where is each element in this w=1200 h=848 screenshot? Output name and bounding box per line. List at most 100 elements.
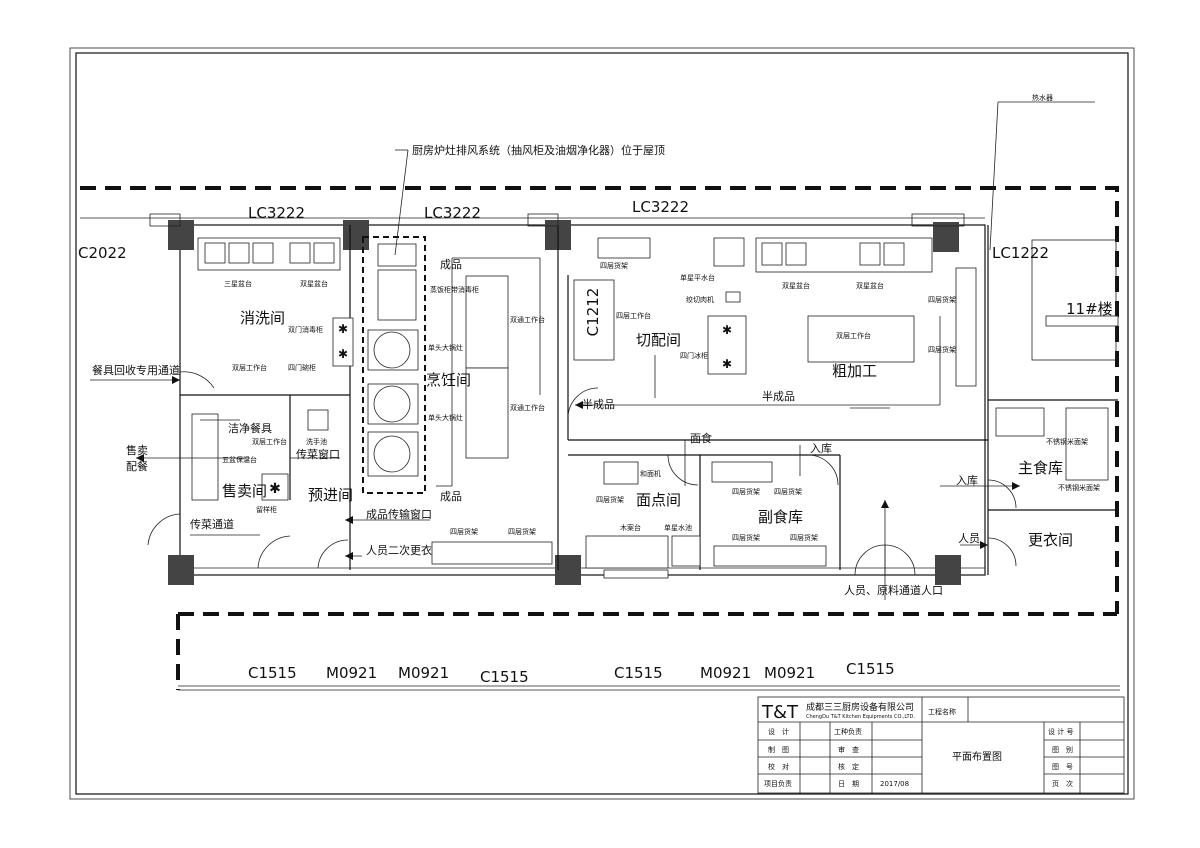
eq-shelf-h: 四层货架 [774, 487, 802, 496]
tb-review: 审 查 [838, 745, 859, 754]
room-pastry: 面点间 [636, 491, 681, 509]
eq-two-sink-a: 双星盆台 [300, 279, 328, 288]
eq-sample: 留样柜 [256, 505, 277, 514]
eq-mixer: 和面机 [640, 469, 661, 478]
room-cut: 切配间 [636, 331, 681, 349]
eq-cut-table: 四层工作台 [616, 311, 651, 320]
eq-shelf-b: 四层货架 [928, 295, 956, 304]
columns [168, 220, 961, 585]
eq-two-sink-c: 双星盆台 [856, 281, 884, 290]
room-sell: 售卖间 [222, 482, 267, 500]
outer-frame [69, 47, 1135, 800]
label-finished-window: 成品传输窗口 [366, 507, 432, 521]
eq-single-sink: 单星平水台 [680, 273, 715, 282]
tb-date-value: 2017/08 [880, 780, 909, 788]
svg-text:✱: ✱ [338, 322, 348, 336]
label-finished-1: 成品 [440, 258, 462, 271]
svg-text:✱: ✱ [338, 347, 348, 361]
label-finished-2: 成品 [440, 490, 462, 503]
bottom-code-3: C1515 [480, 668, 529, 686]
window-code-c1212: C1212 [584, 288, 602, 337]
eq-shelf-j: 四层货架 [790, 533, 818, 542]
company-logo: T&T [761, 702, 799, 723]
tb-draw: 制 图 [768, 745, 789, 754]
eq-shelf-i: 四层货架 [732, 533, 760, 542]
label-second-change: 人员二次更衣 [366, 543, 432, 557]
tb-drawing-no: 图 号 [1052, 763, 1073, 771]
window-code-lc3222-c: LC3222 [632, 198, 689, 216]
tb-verify: 核 定 [838, 762, 859, 771]
label-flour: 面食 [690, 431, 712, 445]
eq-through2: 双通工作台 [510, 403, 545, 412]
eq-wok1: 单头大锅灶 [428, 343, 463, 352]
tb-drawing-type: 图 别 [1052, 745, 1073, 754]
eq-shelf-d: 四层货架 [450, 527, 478, 536]
tb-design: 设 计 [768, 727, 789, 736]
eq-through1: 双通工作台 [510, 315, 545, 324]
bottom-code-7: C1515 [846, 660, 895, 678]
label-serve-channel: 传菜通道 [190, 517, 234, 531]
label-in-store-1: 入库 [810, 442, 832, 455]
room-rough: 粗加工 [832, 362, 877, 380]
eq-four-door-a: 四门碗柜 [288, 363, 316, 372]
company-name-en: ChengDu T&T Kitchen Equipments CO.,LTD. [806, 714, 915, 720]
project-label: 工程名称 [928, 707, 956, 716]
company-name: 成都三三厨房设备有限公司 [806, 701, 914, 713]
window-code-lc3222-b: LC3222 [424, 204, 481, 222]
bottom-code-2: M0921 [398, 664, 449, 682]
tb-check: 校 对 [768, 762, 789, 771]
window-code-lc1222: LC1222 [992, 244, 1049, 262]
drawing-title: 平面布置图 [952, 751, 1002, 763]
eq-wood-table: 木案台 [620, 523, 641, 532]
exterior-wall [179, 224, 986, 576]
arrow-heads [136, 376, 1020, 560]
eq-four-fridge: 四门冰柜 [680, 351, 708, 360]
title-block [757, 696, 1125, 794]
bottom-code-4: C1515 [614, 664, 663, 682]
eq-shelf-f: 四层货架 [596, 495, 624, 504]
bottom-code-0: C1515 [248, 664, 297, 682]
drawing-frame [75, 52, 1129, 795]
window-code-lc3222-a: LC3222 [248, 204, 305, 222]
bottom-strip [178, 685, 1120, 691]
equipment-shapes: ✱ ✱ ✱ ✱ ✱ [149, 213, 1119, 579]
room-wash: 消洗间 [240, 309, 285, 327]
room-prep-in: 预进间 [308, 486, 353, 504]
eq-disinfect: 双门消毒柜 [288, 325, 323, 334]
room-stair: 11#楼 [1066, 300, 1113, 318]
label-sell: 售卖 [126, 443, 148, 457]
room-main-store: 主食库 [1018, 459, 1063, 477]
tb-date: 日 期 [838, 780, 859, 788]
eq-five-warm: 五盆保温台 [222, 455, 257, 464]
eq-ss-shelf2: 不锈钢米面架 [1058, 483, 1100, 492]
eq-shelf-e: 四层货架 [508, 527, 536, 536]
label-in-store-2: 入库 [956, 474, 978, 487]
eq-ss-shelf1: 不锈钢米面架 [1046, 437, 1088, 446]
label-staff: 人员 [958, 532, 980, 545]
svg-text:✱: ✱ [722, 323, 732, 337]
bottom-code-5: M0921 [700, 664, 751, 682]
eq-steam: 蒸饭柜带消毒柜 [430, 285, 479, 294]
eq-three-sink: 三星盆台 [224, 279, 252, 288]
flow-lines [90, 257, 1020, 600]
label-tableware-channel: 餐具回收专用通道 [92, 363, 180, 377]
eq-shelf-a: 四层货架 [600, 261, 628, 270]
eq-slicer: 绞切肉机 [686, 295, 714, 304]
eq-wok2: 单头大锅灶 [428, 413, 463, 422]
eq-shelf-c: 四层货架 [928, 345, 956, 354]
tb-page: 页 次 [1052, 779, 1073, 788]
eq-single-water: 单星水池 [664, 523, 692, 532]
water-heater-note: 热水器 [1032, 93, 1053, 102]
room-change: 更衣间 [1028, 531, 1073, 549]
label-entrance: 人员、原料通道人口 [844, 583, 943, 597]
window-code-c2022: C2022 [78, 244, 127, 262]
eq-two-tier-a: 双层工作台 [232, 363, 267, 372]
room-cook: 烹饪间 [426, 371, 471, 389]
leader-lines [394, 101, 1095, 256]
eq-two-tier-b: 双层工作台 [252, 437, 287, 446]
exhaust-note: 厨房炉灶排风系统（抽风柜及油烟净化器）位于屋顶 [412, 143, 665, 157]
tb-trade-lead: 工种负责 [834, 727, 862, 736]
label-serve: 配餐 [126, 459, 148, 473]
label-half-finished-2: 半成品 [762, 389, 795, 403]
eq-shelf-g: 四层货架 [732, 487, 760, 496]
